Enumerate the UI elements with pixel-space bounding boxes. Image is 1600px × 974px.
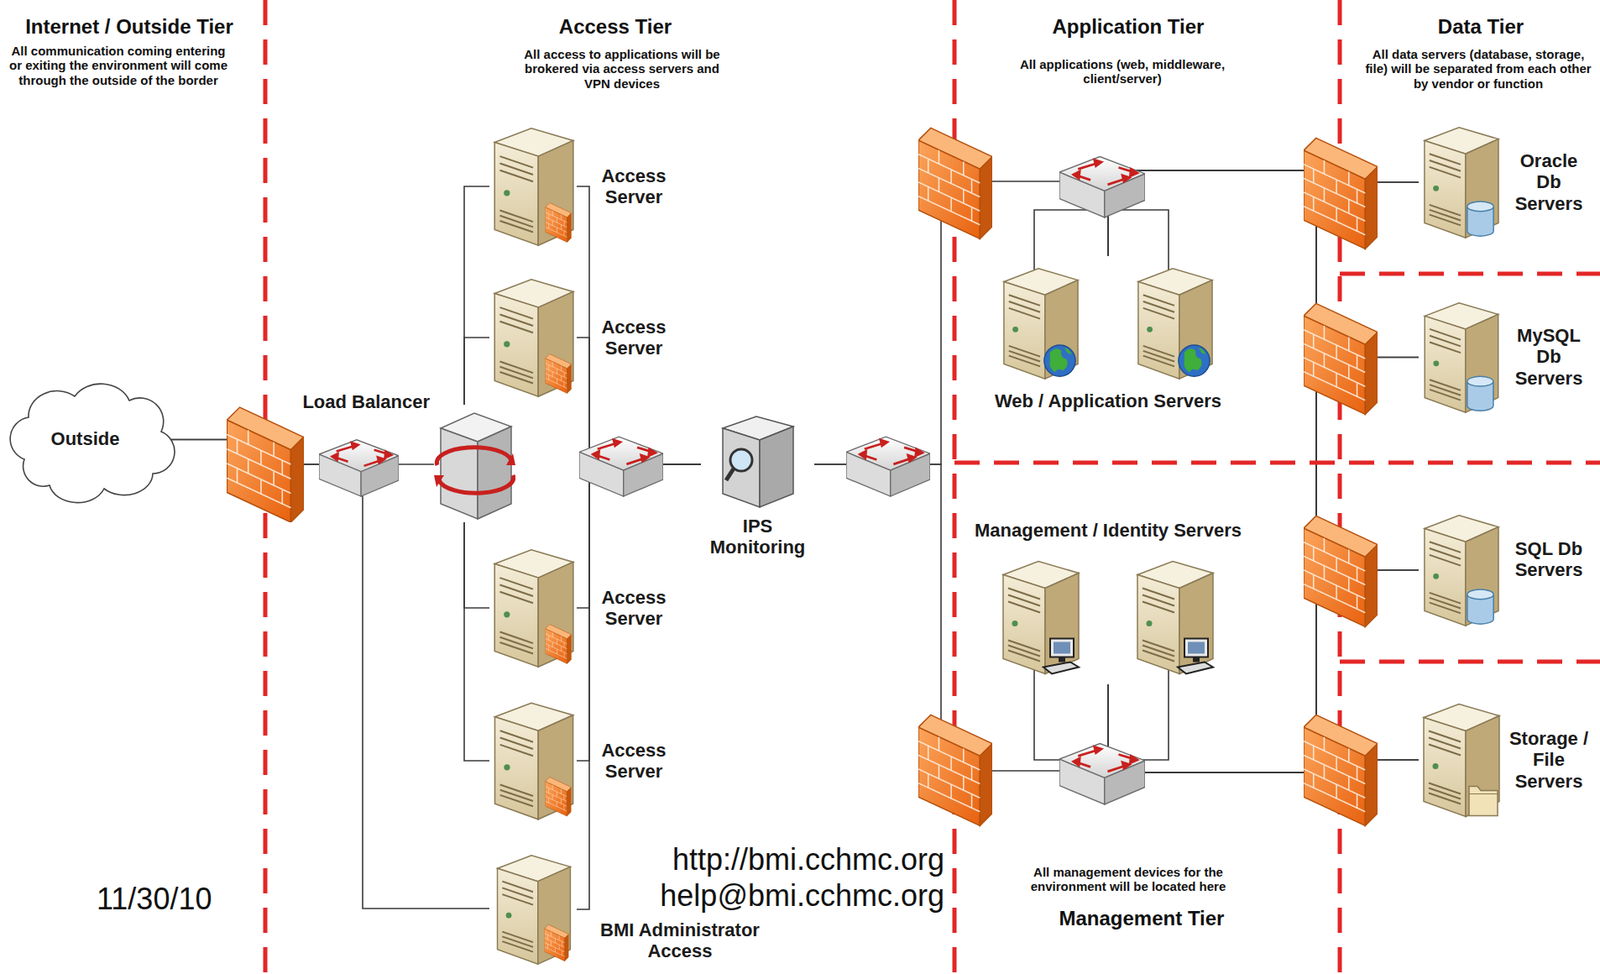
tier-heading: Internet / Outside Tier bbox=[3, 15, 256, 39]
network-link bbox=[576, 464, 701, 761]
switch bbox=[1059, 743, 1146, 805]
firewall bbox=[918, 127, 993, 239]
access-server-icon bbox=[494, 128, 574, 246]
access-server: Access Server bbox=[489, 543, 577, 672]
cloud-node: Outside bbox=[3, 379, 168, 500]
load-balancer-icon bbox=[433, 413, 516, 519]
switch bbox=[1059, 156, 1146, 218]
node-label: Access Server bbox=[594, 165, 674, 209]
network-link bbox=[1108, 170, 1419, 760]
node-label: Web / Application Servers bbox=[973, 390, 1243, 412]
tier-borders-part bbox=[954, 460, 1600, 466]
ips-monitor: IPS Monitoring bbox=[700, 413, 815, 565]
tier-borders-part bbox=[1339, 659, 1600, 665]
firewall bbox=[226, 407, 304, 523]
network-link bbox=[167, 439, 490, 910]
switch bbox=[318, 439, 399, 497]
management-servers: Management / Identity Servers bbox=[973, 516, 1243, 685]
sql-db-server: SQL Db Servers bbox=[1418, 510, 1503, 630]
access-server: Access Server bbox=[489, 273, 577, 402]
access-server-icon bbox=[494, 279, 574, 397]
tier-note: All access to applications will be broke… bbox=[512, 47, 732, 91]
node-label: SQL Db Servers bbox=[1507, 538, 1590, 581]
storage-file-server: Storage / File Servers bbox=[1418, 697, 1503, 822]
firewall bbox=[1303, 515, 1378, 627]
firewall bbox=[1303, 714, 1378, 826]
tier-heading: Access Tier bbox=[489, 15, 742, 39]
access-server: Access Server bbox=[489, 697, 577, 824]
footer-email: help@bmi.cchmc.org bbox=[633, 878, 945, 913]
firewall bbox=[918, 714, 993, 826]
database-server-icon bbox=[1424, 127, 1499, 238]
switch bbox=[846, 436, 931, 497]
admin-access-server: BMI Administrator Access bbox=[489, 850, 577, 968]
access-server: Access Server bbox=[489, 122, 577, 251]
admin-server-icon bbox=[497, 855, 571, 964]
tier-heading: Application Tier bbox=[1002, 15, 1255, 39]
server-wires-part bbox=[1034, 209, 1169, 278]
tier-heading: Data Tier bbox=[1363, 15, 1599, 39]
switch bbox=[579, 436, 664, 497]
database-server-icon bbox=[1424, 515, 1499, 626]
node-label: IPS Monitoring bbox=[700, 515, 815, 559]
network-link bbox=[1108, 357, 1419, 774]
database-server-icon bbox=[1424, 303, 1499, 413]
node-label: Access Server bbox=[594, 739, 674, 783]
tier-note: All management devices for the environme… bbox=[1019, 864, 1238, 895]
network-link bbox=[814, 464, 1109, 771]
network-link bbox=[464, 186, 490, 405]
node-label: Access Server bbox=[594, 586, 674, 630]
node-label: Outside bbox=[3, 428, 168, 450]
network-link bbox=[1108, 182, 1419, 773]
access-server-icon bbox=[494, 702, 573, 820]
node-label: Access Server bbox=[594, 316, 674, 360]
tier-heading: Management Tier bbox=[1015, 906, 1268, 931]
network-link bbox=[464, 522, 490, 608]
tier-note: All data servers (database, storage, fil… bbox=[1364, 47, 1593, 91]
node-label: Oracle Db Servers bbox=[1507, 150, 1590, 215]
node-label: MySQL Db Servers bbox=[1507, 324, 1590, 389]
file-server-icon bbox=[1423, 704, 1500, 817]
node-label: Load Balancer bbox=[299, 391, 430, 413]
firewall bbox=[1303, 303, 1378, 414]
network-link bbox=[464, 337, 490, 405]
node-label: Storage / File Servers bbox=[1507, 727, 1590, 792]
firewall bbox=[1303, 137, 1378, 249]
network-link bbox=[576, 186, 701, 465]
node-label: Management / Identity Servers bbox=[973, 519, 1243, 541]
tier-borders-part bbox=[1339, 271, 1600, 277]
footer-date: 11/30/10 bbox=[96, 881, 265, 916]
web-server-icon bbox=[1138, 268, 1213, 379]
oracle-db-server: Oracle Db Servers bbox=[1418, 122, 1503, 242]
tier-note: All applications (web, middleware, clien… bbox=[1017, 57, 1228, 87]
footer-url: http://bmi.cchmc.org bbox=[633, 841, 945, 877]
node-label: BMI Administrator Access bbox=[596, 919, 764, 963]
tier-borders-part bbox=[1338, 0, 1343, 974]
tier-note: All communication coming entering or exi… bbox=[8, 43, 229, 88]
tier-borders bbox=[265, 0, 1600, 974]
network-link bbox=[464, 522, 490, 761]
mysql-db-server: MySQL Db Servers bbox=[1418, 298, 1503, 417]
management-server-icon bbox=[1137, 561, 1214, 675]
web-app-servers: Web / Application Servers bbox=[973, 256, 1243, 420]
web-server-icon bbox=[1003, 268, 1078, 379]
load-balancer: Load Balancer bbox=[433, 404, 516, 523]
access-server-icon bbox=[494, 549, 574, 667]
management-server-icon bbox=[1003, 561, 1079, 675]
ips-icon bbox=[722, 416, 794, 508]
